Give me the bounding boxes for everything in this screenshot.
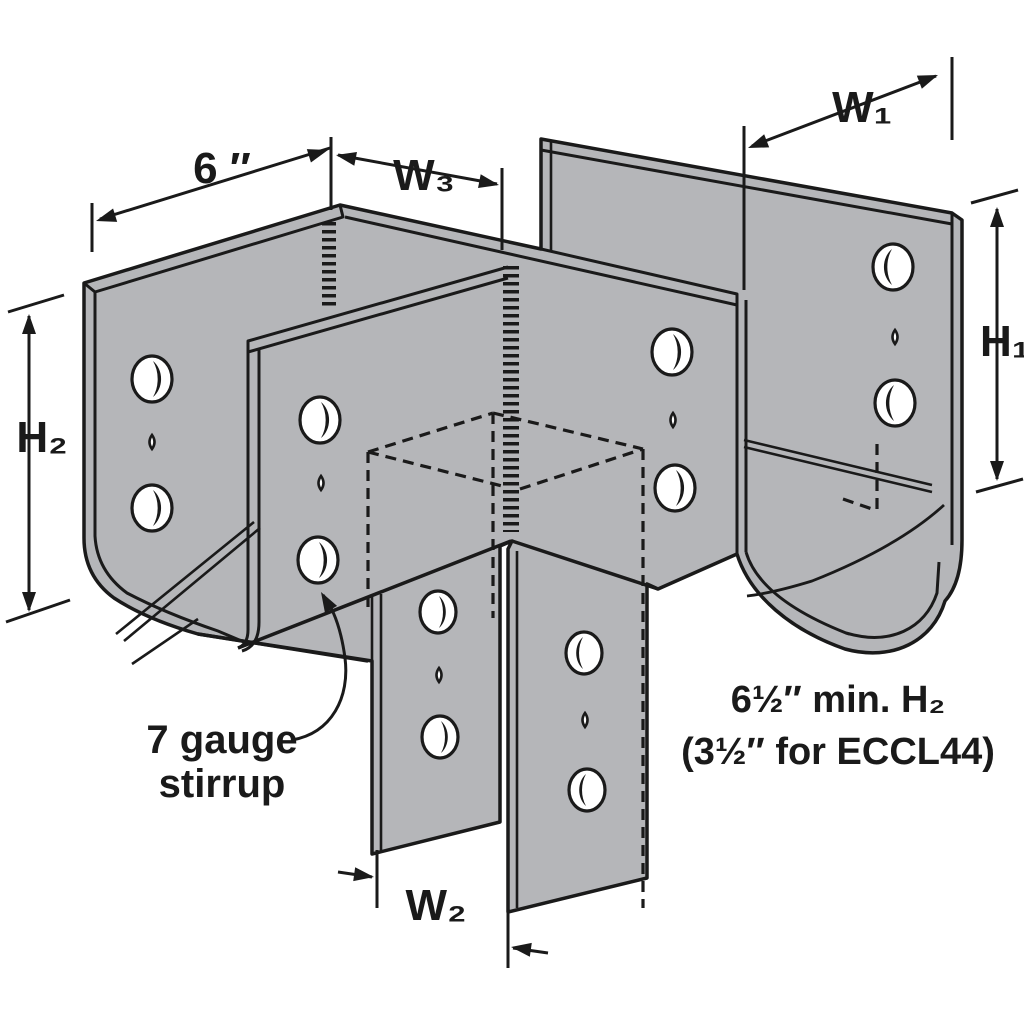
back-plate-top-edge — [540, 148, 953, 226]
arrowhead — [990, 207, 1004, 227]
label-h2: H₂ — [16, 413, 67, 462]
middle-plate-bottom-edge — [237, 539, 512, 650]
label-h1: H₁ — [980, 317, 1024, 366]
left-plate-top-edge — [83, 204, 345, 294]
nail-pip — [435, 665, 443, 685]
min-h2-note-line2: (3½″ for ECCL44) — [681, 731, 995, 773]
arrowhead — [22, 592, 36, 612]
bolt-hole — [873, 378, 917, 428]
dimensions — [5, 57, 1024, 968]
arrowhead — [96, 208, 118, 222]
label-w3: W₃ — [393, 151, 455, 200]
label-6-inch: 6 ″ — [193, 144, 251, 193]
dim-6-line — [99, 146, 331, 221]
dim-h1-tick-bottom — [975, 477, 1024, 494]
label-w1: W₁ — [832, 83, 892, 132]
bolt-hole — [871, 242, 915, 292]
nail-pip — [317, 473, 325, 493]
bolt-hole — [564, 630, 604, 676]
bolt-hole — [418, 589, 458, 635]
arrowhead — [478, 174, 499, 189]
right-channel-end-band — [744, 551, 941, 639]
diagram-labels: 6 ″ W₃ W₁ H₁ H₂ W₂ 7 gauge stirrup 6½″ m… — [16, 83, 1024, 930]
near-plate-bottom-edge — [511, 539, 659, 591]
bolt-hole — [298, 395, 342, 445]
right-channel-bottom-fold — [746, 503, 945, 598]
nail-pip — [891, 327, 899, 347]
post-top-front-right-edge — [519, 447, 644, 491]
arrowhead — [306, 149, 328, 163]
bolt-hole — [130, 483, 174, 533]
post-top-back-right-edge — [492, 411, 644, 451]
arrowhead — [321, 592, 338, 613]
left-stirrup-left-edge — [370, 594, 383, 851]
leader-curve — [291, 594, 348, 742]
label-w2: W₂ — [405, 881, 466, 930]
bolt-hole — [567, 767, 607, 813]
weld-seams — [322, 222, 519, 532]
nail-pip — [148, 432, 156, 452]
arrowhead — [916, 75, 938, 89]
bolt-hole — [130, 354, 174, 404]
left-channel-end-rim — [93, 292, 245, 644]
hidden-post-outline — [366, 411, 879, 908]
stirrup-note-line2: stirrup — [159, 762, 286, 806]
arrowhead — [336, 151, 357, 166]
arrowhead — [990, 461, 1004, 481]
arrowhead — [353, 867, 374, 882]
arrowhead — [748, 134, 770, 148]
post-top-front-left-edge — [367, 450, 507, 489]
dim-w1-line — [751, 74, 937, 148]
bolt-hole — [650, 327, 694, 377]
stirrup-note-line1: 7 gauge — [146, 718, 297, 762]
bolt-hole — [653, 463, 697, 513]
dim-w3-line — [337, 153, 498, 186]
right-channel-interior-folds — [743, 438, 933, 494]
bolt-holes — [130, 242, 917, 813]
post-top-back-left-edge — [367, 411, 494, 454]
arrowhead — [22, 314, 36, 334]
bolt-hole — [296, 535, 340, 585]
bolt-hole — [420, 714, 460, 760]
dim-h2-tick-bottom — [5, 598, 71, 624]
nail-pip — [669, 410, 677, 430]
dim-h1-tick-top — [970, 188, 1019, 205]
near-plate-end-rim — [735, 294, 748, 554]
min-h2-note-line1: 6½″ min. H₂ — [731, 679, 946, 721]
stirrup-callout-leader — [291, 592, 348, 742]
seat-end-bottom-edge — [197, 632, 369, 663]
hidden-seat-edge — [842, 444, 879, 512]
left-channel-interior-folds — [115, 520, 261, 666]
dim-w2-arrow-right-tail — [512, 946, 549, 955]
dim-h2-tick-top — [7, 293, 65, 314]
back-plate-left-edge — [539, 139, 553, 252]
middle-plate-top-edge — [246, 265, 509, 354]
steel-body — [82, 137, 964, 914]
nail-pip — [581, 710, 589, 730]
